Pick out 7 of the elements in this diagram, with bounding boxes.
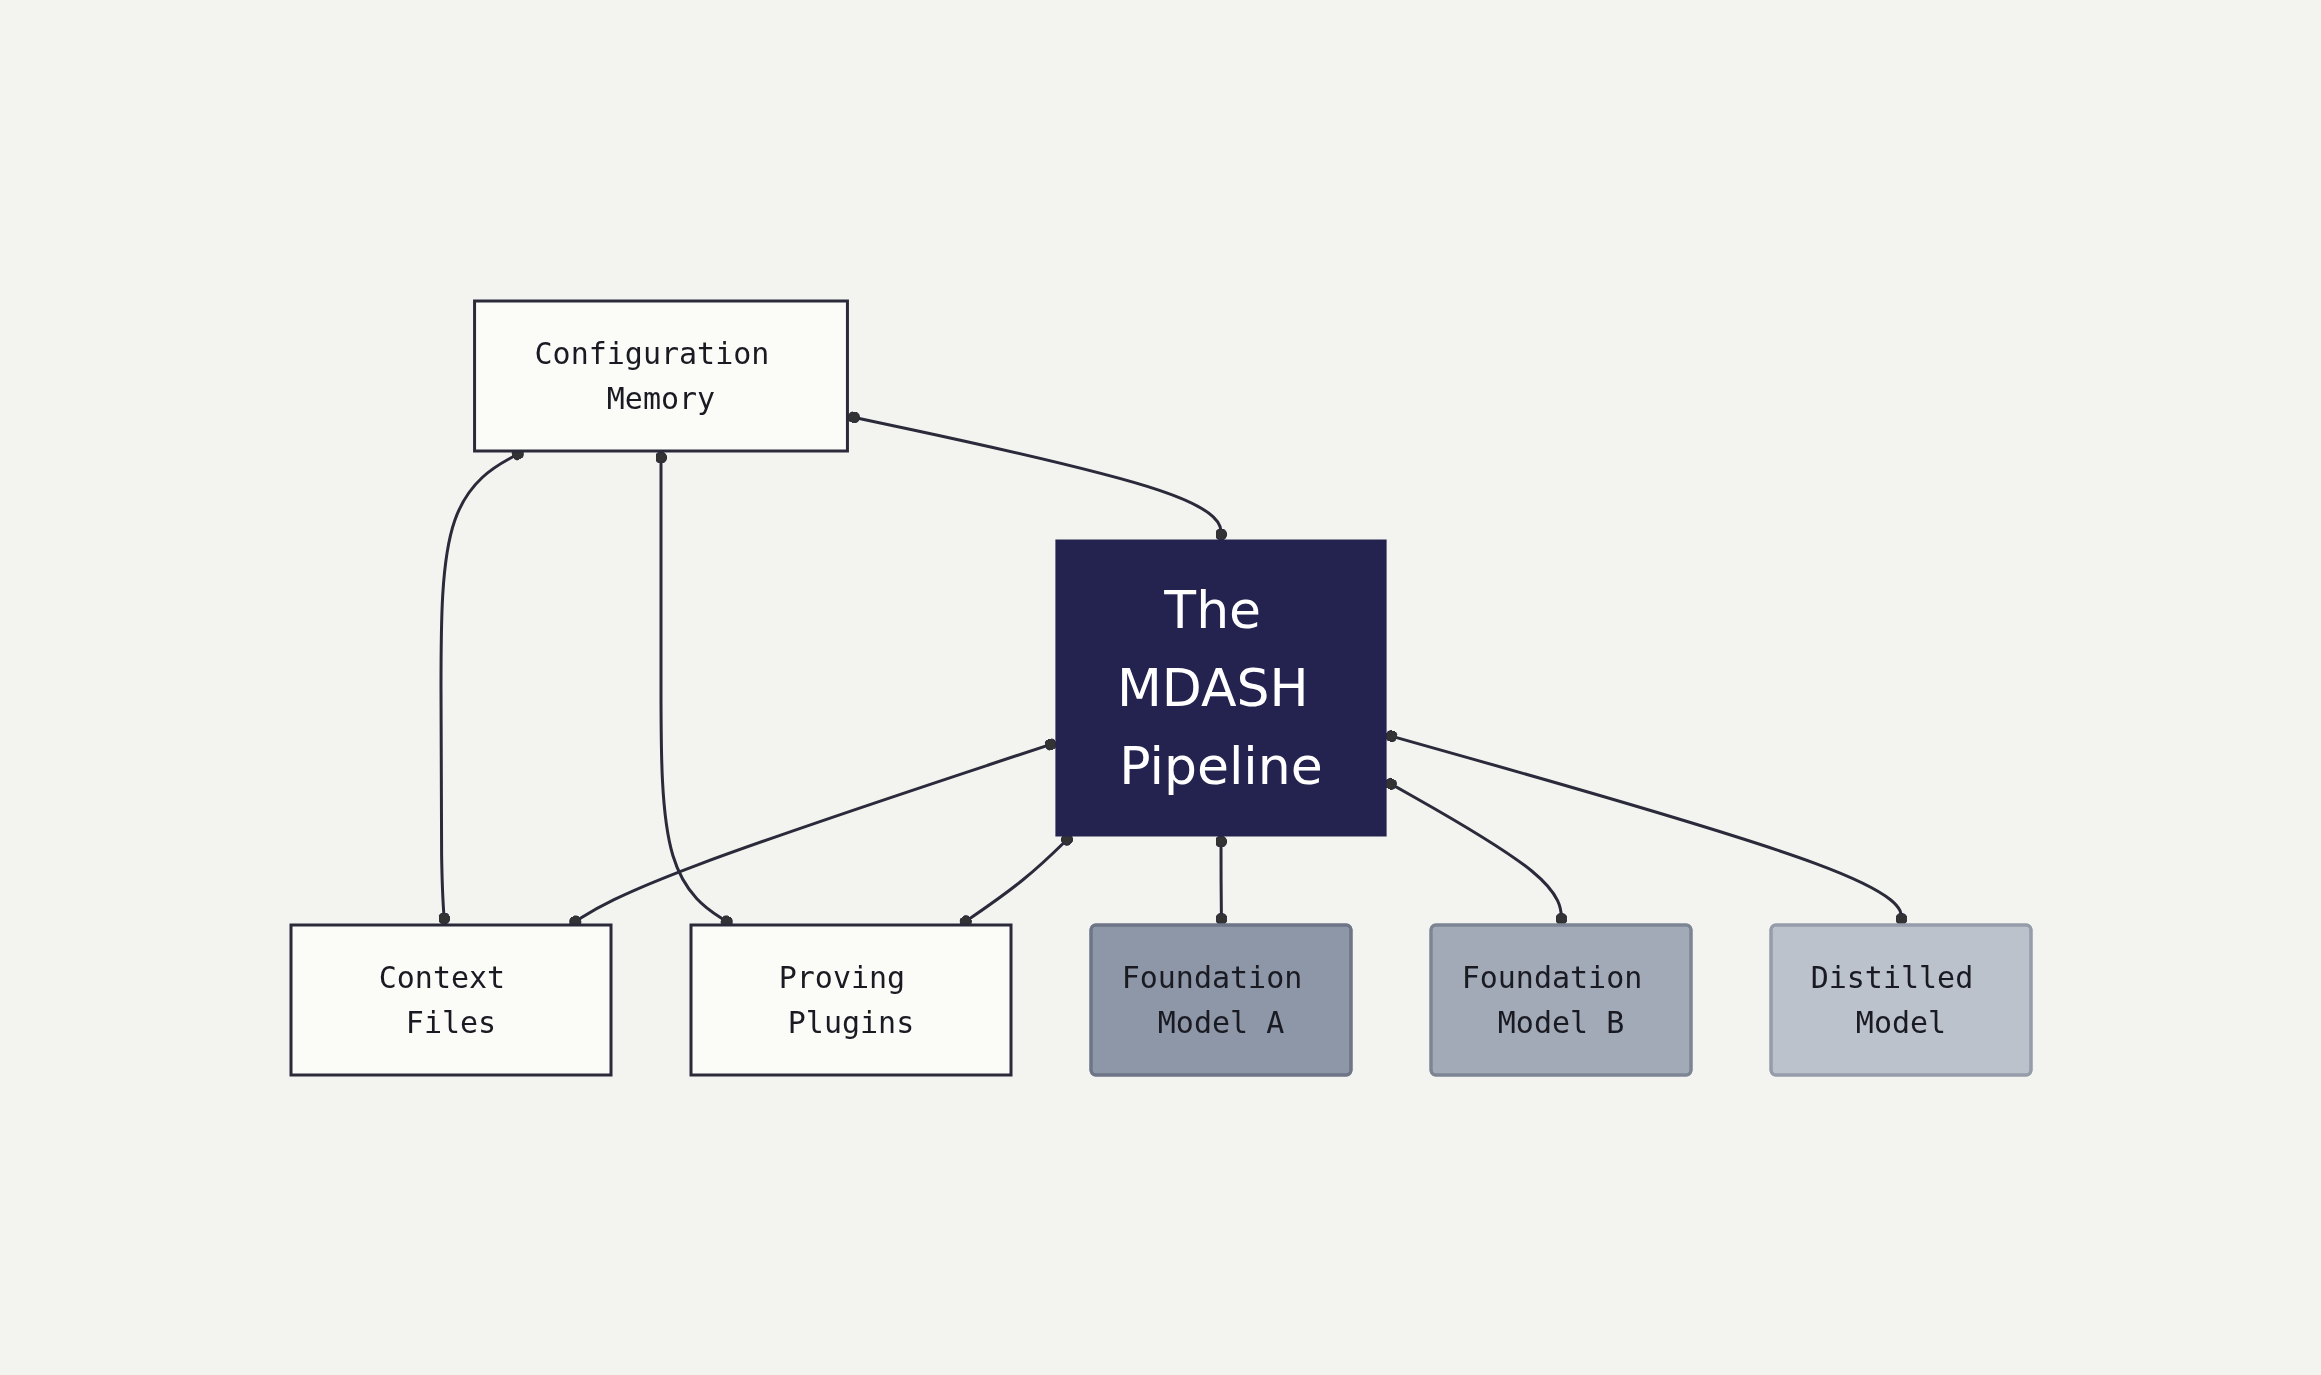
node-box: The MDASH Pipeline [1054,539,1387,836]
connector [846,410,1227,541]
node-box: Configuration Memory [472,299,849,452]
node-box: Context Files [289,923,612,1076]
connector [1214,834,1227,925]
node-box: Proving Plugins [689,923,1012,1076]
connector [1384,729,1907,925]
